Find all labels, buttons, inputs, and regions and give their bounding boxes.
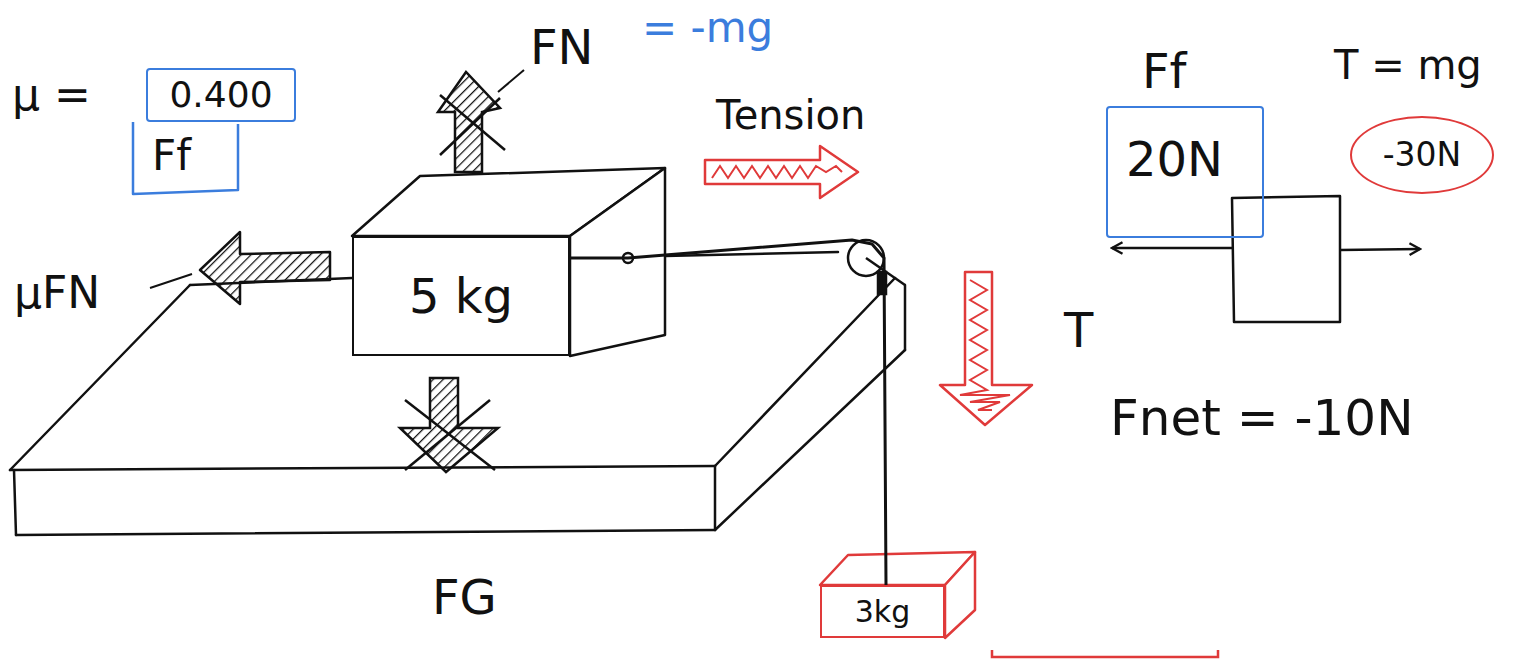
red-arrow bbox=[705, 146, 858, 198]
red-arrow bbox=[940, 272, 1032, 425]
table bbox=[10, 252, 905, 535]
normal-force-arrow bbox=[438, 70, 524, 172]
hatched-arrow bbox=[400, 378, 498, 472]
node-text: 0.400 bbox=[169, 76, 272, 114]
hatched-arrow bbox=[200, 232, 330, 304]
table-edge bbox=[904, 285, 907, 350]
red-underline bbox=[992, 650, 1218, 657]
block-side-face bbox=[945, 552, 975, 638]
tension-value-ellipse: -30N bbox=[1350, 116, 1494, 194]
table-edge bbox=[714, 466, 717, 530]
force-name: Tension bbox=[716, 94, 865, 136]
string bbox=[570, 240, 886, 585]
equation: T = mg bbox=[1334, 44, 1482, 86]
equation: Fnet = -10N bbox=[1110, 392, 1414, 445]
force-arrow bbox=[1340, 249, 1420, 250]
leader-line bbox=[498, 70, 524, 92]
table-edge bbox=[715, 350, 905, 530]
coefficient-box: 0.400 bbox=[146, 68, 296, 122]
force-arrow bbox=[1112, 247, 1232, 250]
cross-out bbox=[405, 400, 490, 470]
node-text: 3kg bbox=[855, 596, 911, 628]
red-scribble bbox=[712, 166, 842, 178]
cross-out bbox=[405, 400, 495, 470]
table-edge bbox=[10, 466, 715, 470]
force-name: Ff bbox=[1142, 46, 1187, 96]
force-name: FN bbox=[530, 22, 594, 72]
block-3kg-faces bbox=[820, 552, 975, 638]
force-name: Ff bbox=[152, 134, 191, 178]
blue-bracket bbox=[133, 122, 238, 194]
hatched-arrow bbox=[438, 72, 500, 172]
node-text: 5 kg bbox=[409, 271, 513, 321]
node-text: 20N bbox=[1126, 134, 1223, 184]
force-name: μFN bbox=[14, 270, 100, 316]
force-name: FG bbox=[432, 572, 497, 622]
node-text: -30N bbox=[1383, 138, 1462, 173]
block-5kg-faces bbox=[352, 168, 665, 356]
hanging-block-face: 3kg bbox=[820, 585, 945, 638]
cross-out bbox=[440, 98, 500, 155]
force-name: T bbox=[1064, 305, 1093, 355]
weight-arrow bbox=[940, 272, 1032, 425]
tension-arrow bbox=[705, 146, 858, 198]
table-edge bbox=[715, 278, 895, 466]
block-front-face: 5 kg bbox=[352, 236, 570, 356]
leader-line bbox=[150, 274, 192, 288]
mu-bracket bbox=[133, 122, 238, 194]
table-edge bbox=[16, 530, 715, 535]
red-scribble bbox=[960, 280, 1010, 410]
friction-value-box: 20N bbox=[1106, 106, 1264, 238]
body-square bbox=[1232, 196, 1340, 322]
table-edge bbox=[14, 470, 16, 535]
friction-arrow bbox=[150, 232, 330, 304]
coefficient-symbol: μ = bbox=[12, 72, 91, 118]
equation-part: = -mg bbox=[642, 6, 773, 50]
free-body-diagram bbox=[1112, 196, 1420, 322]
gravity-arrow bbox=[400, 378, 498, 472]
block-side-face bbox=[570, 168, 665, 356]
